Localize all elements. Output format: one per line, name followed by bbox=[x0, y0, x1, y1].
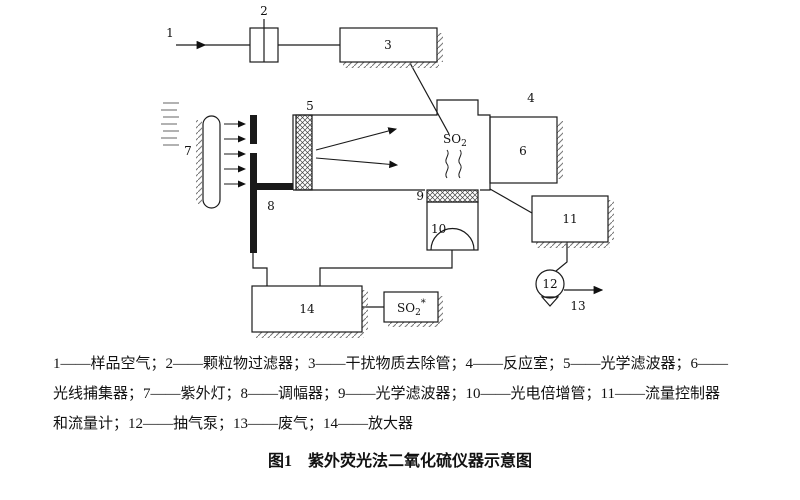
light-trap-box bbox=[489, 116, 558, 184]
figure-caption: 图1 紫外荧光法二氧化硫仪器示意图 bbox=[267, 453, 532, 470]
legend-line-2: 光线捕集器；7——紫外灯；8——调幅器；9——光学滤波器；10——光电倍增管；1… bbox=[53, 386, 720, 402]
light-beam-arrows bbox=[315, 127, 399, 169]
label-11: 11 bbox=[562, 212, 577, 226]
label-9: 9 bbox=[416, 189, 424, 203]
label-12: 12 bbox=[542, 277, 557, 291]
label-14: 14 bbox=[299, 302, 315, 316]
legend: 1——样品空气；2——颗粒物过滤器；3——干扰物质去除管；4——反应室；5——光… bbox=[53, 349, 753, 439]
pmt-box bbox=[426, 201, 479, 251]
pump-stand bbox=[540, 296, 560, 307]
so2-output-box bbox=[383, 291, 439, 323]
legend-line-1: 1——样品空气；2——颗粒物过滤器；3——干扰物质去除管；4——反应室；5——光… bbox=[53, 356, 729, 372]
components bbox=[202, 27, 609, 333]
label-13: 13 bbox=[570, 299, 585, 313]
optical-filter9-strip bbox=[426, 189, 479, 203]
shading bbox=[196, 33, 614, 338]
pump-circle bbox=[535, 269, 565, 299]
so2-chamber-label: SO2 bbox=[443, 132, 467, 149]
uv-fluorescence-so2-schematic: 1 2 3 4 5 6 7 8 9 10 11 12 13 14 SO2 SO2… bbox=[161, 4, 614, 338]
optical-filter5-strip bbox=[295, 114, 313, 191]
scrubber-shadow-right bbox=[437, 33, 443, 62]
chamber-to-flowctrl-line bbox=[489, 188, 533, 214]
label-10: 10 bbox=[431, 222, 446, 236]
label-6: 6 bbox=[519, 144, 527, 158]
lamp-glow-marks bbox=[161, 102, 179, 146]
label-2: 2 bbox=[260, 4, 268, 18]
flow-controller-box bbox=[531, 195, 609, 243]
flowctrl-to-pump-line bbox=[555, 242, 568, 272]
label-3: 3 bbox=[384, 38, 392, 52]
legend-line-3: 和流量计；12——抽气泵；13——废气；14——放大器 bbox=[53, 416, 414, 432]
uv-lamp-tube bbox=[202, 115, 221, 209]
pmt-to-amplifier-line bbox=[319, 250, 453, 286]
chopper-modulator bbox=[250, 115, 293, 253]
chopper-bar bbox=[250, 115, 257, 253]
number-labels: 1 2 3 4 5 6 7 8 9 10 11 12 13 14 bbox=[166, 4, 585, 316]
pmt-dome bbox=[430, 227, 475, 251]
amplifier-shadow-right bbox=[362, 290, 368, 330]
scrubber-to-chamber-line bbox=[409, 62, 450, 135]
label-5: 5 bbox=[306, 99, 314, 113]
output-shadow-right bbox=[438, 296, 443, 322]
amplifier-box bbox=[251, 285, 363, 333]
lighttrap-shadow bbox=[557, 121, 563, 179]
flowctrl-shadow-right bbox=[608, 200, 614, 240]
chopper-to-amplifier-line bbox=[252, 253, 268, 286]
so2-output-label: SO2* bbox=[397, 298, 426, 318]
label-4: 4 bbox=[527, 91, 535, 105]
label-7: 7 bbox=[184, 144, 192, 158]
flow-lines bbox=[176, 19, 604, 308]
label-1: 1 bbox=[166, 26, 174, 40]
scrubber-tube-box bbox=[339, 27, 438, 63]
chopper-baffle bbox=[257, 183, 293, 190]
flowctrl-shadow-bottom bbox=[536, 242, 610, 248]
lamp-shadow-left bbox=[196, 120, 202, 204]
scrubber-shadow bbox=[343, 62, 439, 68]
label-8: 8 bbox=[267, 199, 275, 213]
amplifier-shadow-bottom bbox=[256, 332, 364, 338]
chopper-slit bbox=[250, 144, 257, 153]
fluorescence-squiggles bbox=[445, 149, 462, 179]
uv-emission-arrows bbox=[224, 120, 246, 188]
output-shadow-bottom bbox=[388, 322, 440, 327]
